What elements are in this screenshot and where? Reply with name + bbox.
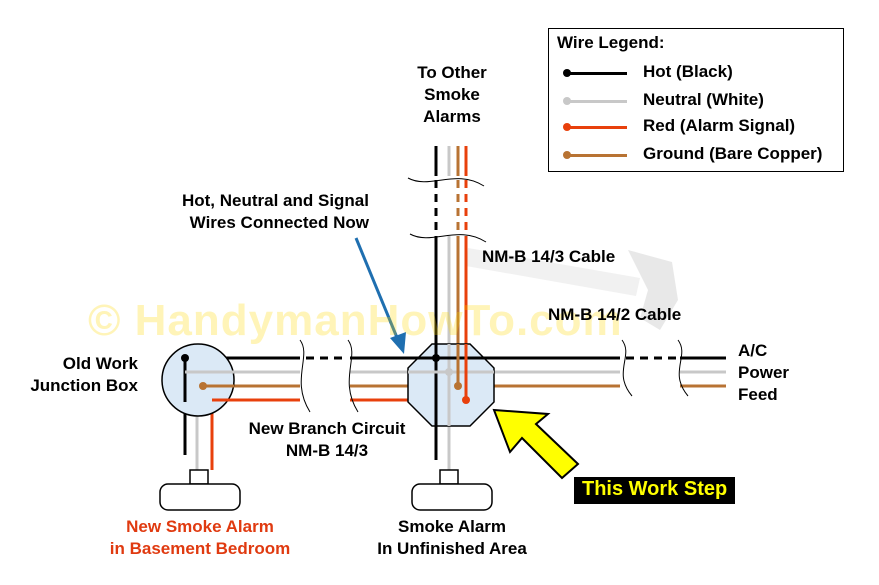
yellow-step-arrow: [492, 408, 580, 480]
new-smoke-alarm-icon: [159, 469, 241, 511]
watermark-text: © HandymanHowTo.com: [88, 296, 623, 345]
legend-item-neutral: Neutral (White): [557, 89, 841, 115]
legend-title: Wire Legend:: [557, 33, 665, 52]
cable-14-3-label: NM-B 14/3 Cable: [482, 247, 616, 266]
legend-item-red: Red (Alarm Signal): [557, 115, 841, 141]
smoke-alarm-icon: [411, 469, 493, 511]
legend-item-hot: Hot (Black): [557, 61, 841, 87]
legend-item-ground: Ground (Bare Copper): [557, 143, 841, 169]
old-work-junction-box: [161, 343, 235, 417]
this-work-step-badge: This Work Step: [574, 477, 736, 504]
blue-pointer-arrow: [354, 237, 406, 354]
octagon-junction-box: [407, 343, 495, 427]
cable-14-2-label: NM-B 14/2 Cable: [548, 305, 682, 324]
wire-legend: Wire Legend: Hot (Black) Neutral (White)…: [548, 28, 844, 172]
hammer-watermark-icon: [466, 248, 678, 330]
cable-cut-marks: [299, 176, 689, 413]
